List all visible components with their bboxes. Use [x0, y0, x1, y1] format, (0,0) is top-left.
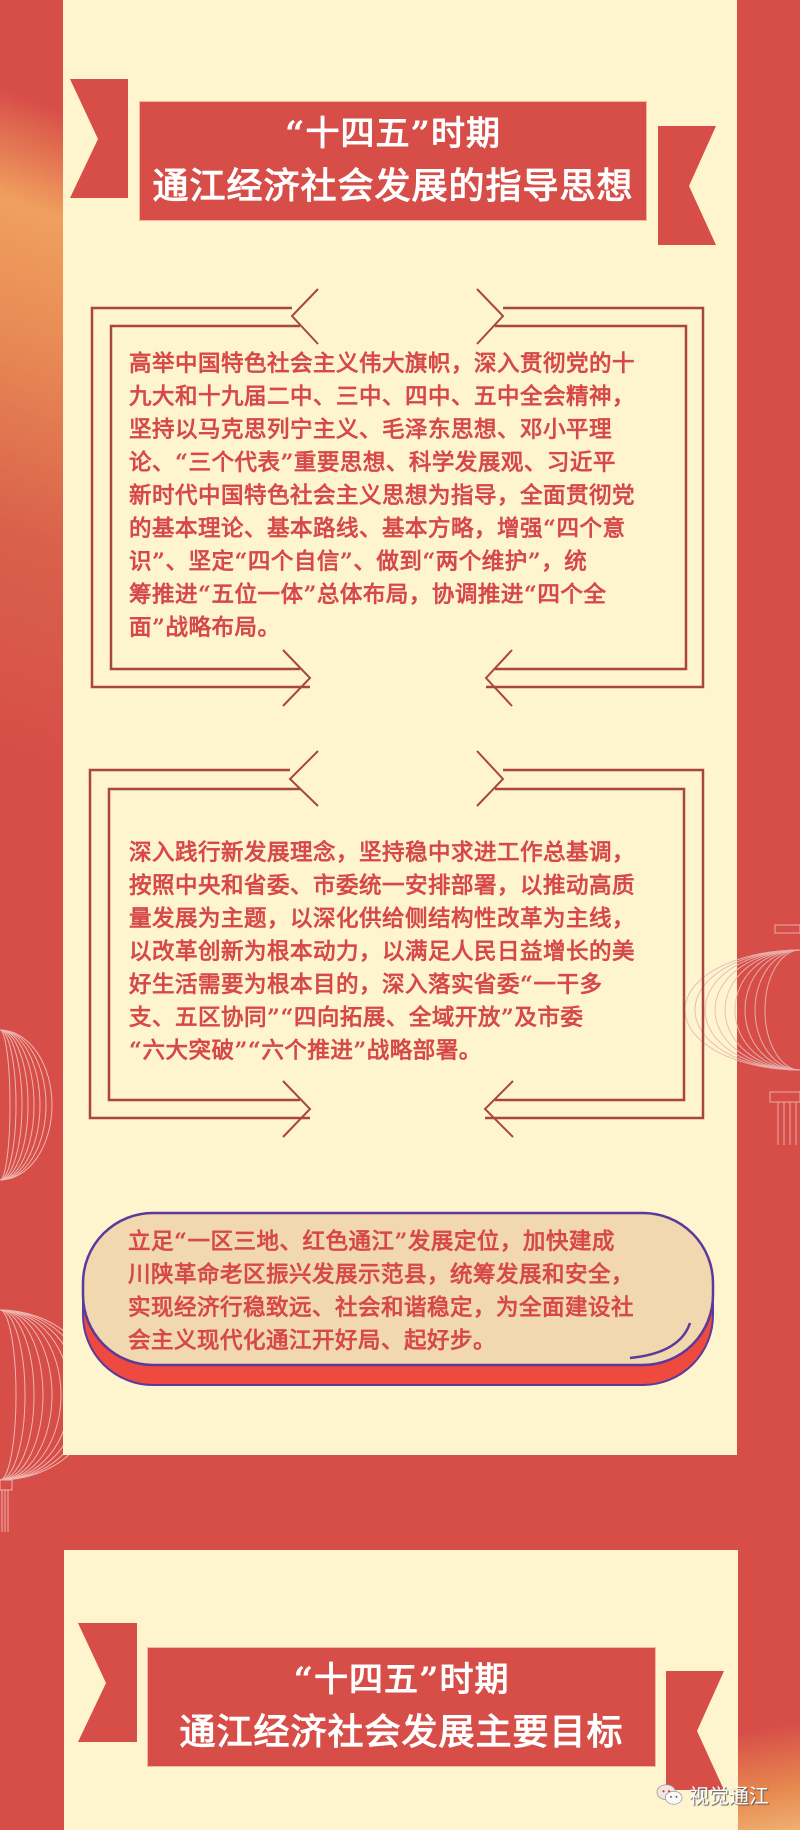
ribbon-left-icon — [70, 79, 128, 198]
ribbon-left-icon — [78, 1623, 137, 1742]
paragraph2: 深入践行新发展理念，坚持稳中求进工作总基调， 按照中央和省委、市委统一安排部署，… — [129, 837, 689, 1068]
section1-title-line2: 通江经济社会发展的指导思想 — [152, 165, 634, 207]
paragraph2-line: 以改革创新为根本动力，以满足人民日益增长的美 — [129, 939, 636, 965]
watermark: 视觉通江 — [655, 1780, 769, 1809]
paragraph1-line: 识”、坚定“四个自信”、做到“两个维护”，统 — [129, 549, 588, 575]
paragraph1-line: 论、“三个代表”重要思想、科学发展观、习近平 — [129, 450, 616, 476]
ribbon-right-icon — [666, 1671, 724, 1790]
section2-title-line2: 通江经济社会发展主要目标 — [179, 1711, 624, 1753]
paragraph2-line: 支、五区协同”“四向拓展、全域开放”及市委 — [129, 1005, 584, 1031]
highlight-line: 立足“一区三地、红色通江”发展定位，加快建成 — [128, 1229, 615, 1255]
highlight-line: 会主义现代化通江开好局、起好步。 — [128, 1328, 497, 1354]
paragraph2-frame-icon — [88, 750, 705, 1138]
watermark-label: 视觉通江 — [689, 1784, 769, 1808]
paragraph1-line: 面”战略布局。 — [129, 615, 281, 641]
highlight-text: 立足“一区三地、红色通江”发展定位，加快建成 川陕革命老区振兴发展示范县，统筹发… — [128, 1226, 688, 1358]
paragraph2-line: 好生活需要为根本目的，深入落实省委“一干多 — [129, 972, 603, 998]
wechat-icon — [656, 1783, 683, 1805]
section1-title-banner: “十四五”时期 通江经济社会发展的指导思想 — [139, 101, 647, 221]
decorative-glow-bottom-right — [737, 1660, 800, 1830]
section2-title-line1: “十四五”时期 — [293, 1660, 510, 1700]
paragraph1-line: 高举中国特色社会主义伟大旗帜，深入贯彻党的十 — [129, 351, 636, 377]
ribbon-right-icon — [658, 126, 716, 245]
paragraph1-line: 九大和十九届二中、三中、四中、五中全会精神， — [129, 384, 636, 410]
section1-title-line1: “十四五”时期 — [284, 114, 502, 154]
paragraph1: 高举中国特色社会主义伟大旗帜，深入贯彻党的十 九大和十九届二中、三中、四中、五中… — [129, 348, 689, 645]
highlight-pill-icon — [81, 1211, 715, 1386]
lantern-left-upper-icon — [0, 1029, 53, 1181]
paragraph2-line: 深入践行新发展理念，坚持稳中求进工作总基调， — [129, 840, 636, 866]
paragraph2-line: “六大突破”“六个推进”战略部署。 — [129, 1038, 482, 1064]
lantern-right-icon — [684, 924, 800, 1145]
paragraph2-line: 量发展为主题，以深化供给侧结构性改革为主线， — [129, 906, 636, 932]
decorative-glow-top-left — [0, 0, 63, 760]
paragraph1-line: 新时代中国特色社会主义思想为指导，全面贯彻党 — [129, 483, 636, 509]
paragraph1-line: 筹推进“五位一体”总体布局，协调推进“四个全 — [129, 582, 607, 608]
highlight-line: 实现经济行稳致远、社会和谐稳定，为全面建设社 — [128, 1295, 635, 1321]
paragraph1-line: 的基本理论、基本路线、基本方略，增强“四个意 — [129, 516, 626, 542]
paragraph1-frame-icon — [90, 288, 705, 707]
paragraph1-line: 坚持以马克思列宁主义、毛泽东思想、邓小平理 — [129, 417, 613, 443]
paragraph2-line: 按照中央和省委、市委统一安排部署，以推动高质 — [129, 873, 636, 899]
section2-title-banner: “十四五”时期 通江经济社会发展主要目标 — [147, 1647, 656, 1767]
highlight-line: 川陕革命老区振兴发展示范县，统筹发展和安全， — [128, 1262, 635, 1288]
